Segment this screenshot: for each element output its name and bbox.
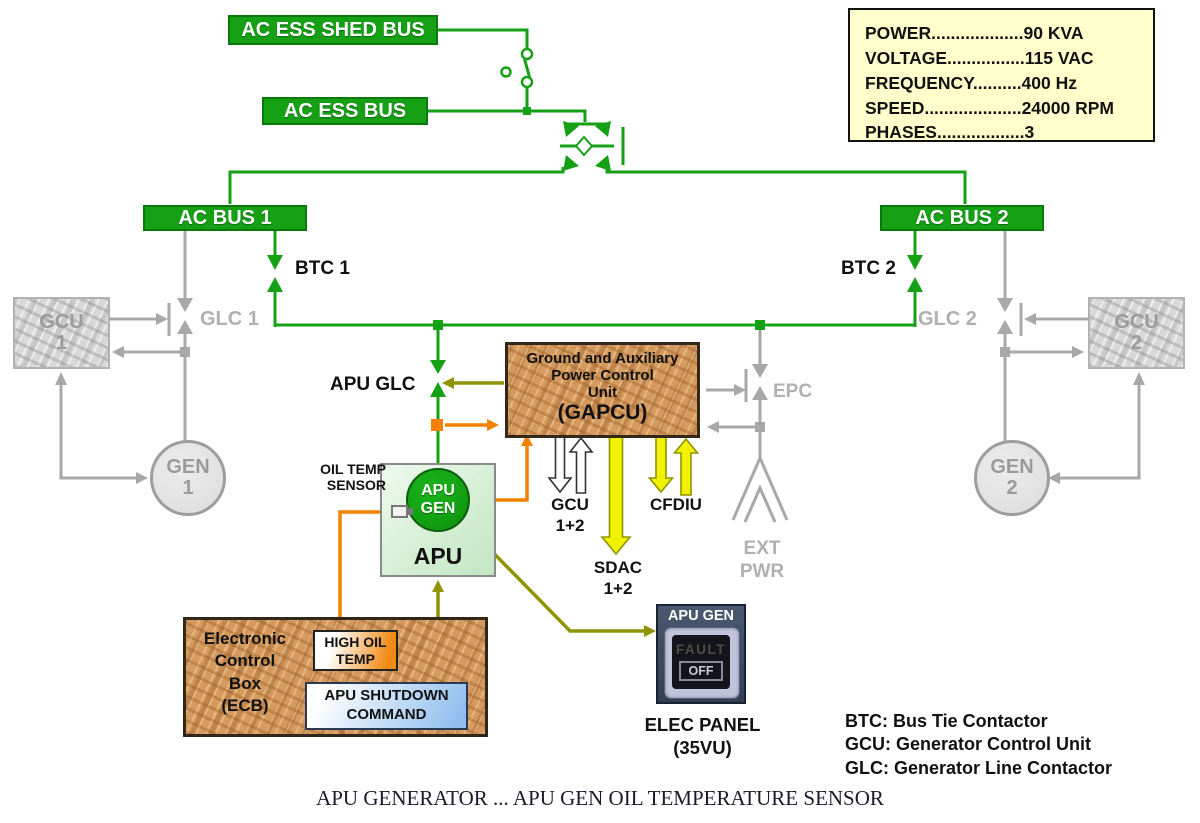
gcu-data-arrows bbox=[547, 436, 594, 494]
generator-spec-box: POWER...................90 KVA VOLTAGE..… bbox=[848, 8, 1155, 142]
gapcu-box: Ground and Auxiliary Power Control Unit … bbox=[505, 342, 700, 438]
gapcu-title-line3: Unit bbox=[587, 384, 618, 401]
gen2-wiring bbox=[997, 231, 1145, 484]
btc1-label: BTC 1 bbox=[295, 258, 350, 279]
oil-temp-sensor-probe-icon bbox=[408, 508, 413, 515]
spec-phases: PHASES..................3 bbox=[865, 122, 1035, 143]
btc1-contactor-symbol bbox=[267, 231, 283, 327]
gcu-1-2-signal-label: GCU 1+2 bbox=[551, 495, 589, 536]
spec-voltage: VOLTAGE................115 VAC bbox=[865, 47, 1094, 68]
gapcu-title-acronym: (GAPCU) bbox=[557, 401, 648, 424]
apu-gen-pushbutton: FAULT OFF bbox=[664, 627, 740, 699]
figure-caption: APU GENERATOR ... APU GEN OIL TEMPERATUR… bbox=[316, 786, 884, 810]
elec-panel-caption: ELEC PANEL (35VU) bbox=[644, 714, 761, 759]
apu-shutdown-command-box: APU SHUTDOWN COMMAND bbox=[305, 682, 468, 730]
apu-label: APU bbox=[413, 543, 463, 569]
spec-speed: SPEED....................24000 RPM bbox=[865, 97, 1114, 118]
legend-gcu: GCU: Generator Control Unit bbox=[845, 734, 1091, 755]
high-oil-temp-box: HIGH OIL TEMP bbox=[313, 630, 398, 671]
gcu2-box: GCU 2 bbox=[1088, 297, 1185, 369]
epc-label: EPC bbox=[773, 381, 813, 402]
elec-panel-header: APU GEN bbox=[667, 608, 735, 624]
ac-ess-shed-bus-bar: AC ESS SHED BUS bbox=[228, 15, 438, 45]
gapcu-title-line1: Ground and Auxiliary bbox=[526, 350, 679, 367]
ac-bus-2-bar: AC BUS 2 bbox=[880, 205, 1044, 231]
cfdiu-signal-label: CFDIU bbox=[650, 495, 702, 514]
apu-gen-pushbutton-face: FAULT OFF bbox=[672, 635, 730, 689]
ext-pwr-label: EXT PWR bbox=[739, 538, 785, 582]
apu-gen-circle: APU GEN bbox=[406, 468, 470, 532]
oil-temp-sensor-label: OIL TEMP SENSOR bbox=[320, 461, 386, 494]
ecb-label: Electronic Control Box (ECB) bbox=[203, 629, 287, 716]
green-bus-network bbox=[228, 28, 967, 470]
gapcu-title-line2: Power Control bbox=[551, 367, 654, 384]
gen2-arrowheads bbox=[997, 298, 1145, 484]
ess-feed-contactor-symbol bbox=[560, 121, 625, 171]
ext-pwr-receptacle-icon bbox=[731, 454, 789, 521]
ac-ess-bus-bar: AC ESS BUS bbox=[262, 97, 428, 125]
elec-panel: APU GEN FAULT OFF bbox=[656, 604, 746, 704]
legend-glc: GLC: Generator Line Contactor bbox=[845, 757, 1113, 778]
ess-feed-switch-icon bbox=[500, 47, 534, 89]
glc1-label: GLC 1 bbox=[200, 308, 259, 330]
apu-glc-contactor-symbol bbox=[430, 330, 446, 470]
spec-power: POWER...................90 KVA bbox=[865, 23, 1084, 43]
gen1-arrowheads bbox=[55, 298, 193, 484]
btc2-contactor-symbol bbox=[907, 231, 923, 327]
ext-pwr-arrowheads bbox=[707, 364, 768, 433]
gen2-circle: GEN 2 bbox=[974, 440, 1050, 516]
gen1-circle: GEN 1 bbox=[150, 440, 226, 516]
cfdiu-data-arrows bbox=[647, 436, 700, 496]
glc2-label: GLC 2 bbox=[918, 308, 977, 330]
spec-frequency: FREQUENCY..........400 Hz bbox=[865, 72, 1077, 93]
gen1-wiring bbox=[55, 231, 193, 484]
ext-pwr-wiring bbox=[706, 330, 789, 523]
ac-bus-1-bar: AC BUS 1 bbox=[143, 205, 307, 231]
fault-legend: FAULT bbox=[676, 642, 726, 657]
sdac-data-arrow bbox=[600, 436, 632, 556]
sdac-1-2-signal-label: SDAC 1+2 bbox=[593, 558, 643, 599]
gcu1-box: GCU 1 bbox=[13, 297, 110, 369]
apu-glc-label: APU GLC bbox=[330, 374, 416, 395]
off-legend: OFF bbox=[679, 661, 723, 681]
btc2-label: BTC 2 bbox=[841, 258, 896, 279]
legend-btc: BTC: Bus Tie Contactor bbox=[845, 711, 1048, 731]
legend: BTC: Bus Tie Contactor GCU: Generator Co… bbox=[845, 710, 1112, 780]
oil-temp-sensor-icon bbox=[391, 505, 408, 518]
